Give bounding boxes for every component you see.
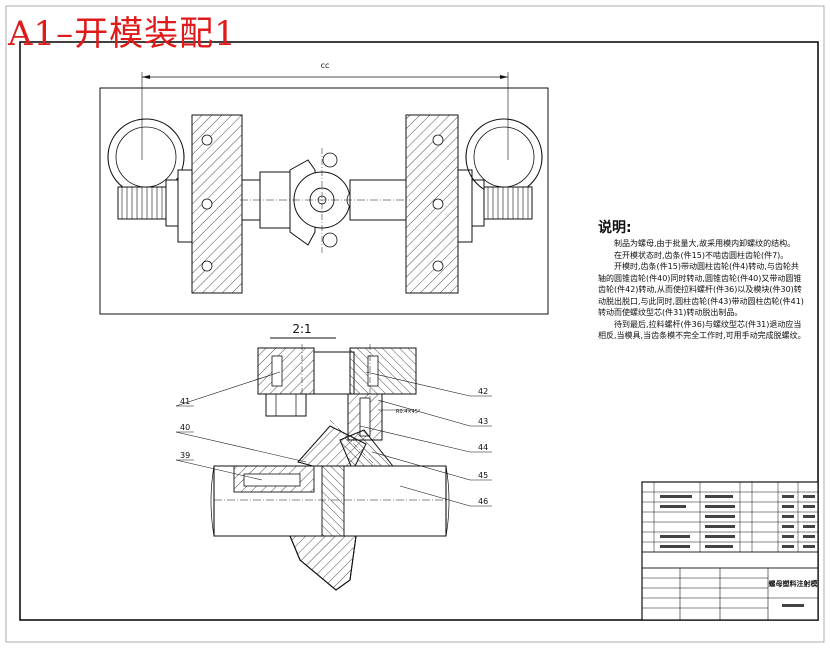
callout-40: 40 bbox=[180, 423, 190, 432]
section-view: 2:1 R0.4×45° bbox=[175, 322, 492, 591]
right-clamp-block bbox=[405, 114, 459, 294]
note-paragraph-1: 制品为螺母,由于批量大,故采用模内卸螺纹的结构。 bbox=[614, 239, 796, 248]
title-block: 螺母塑料注射模 bbox=[641, 481, 819, 621]
callout-46: 46 bbox=[478, 497, 488, 506]
svg-text:R0.4×45°: R0.4×45° bbox=[396, 409, 421, 415]
drawing-name: 螺母塑料注射模 bbox=[769, 579, 819, 588]
callout-44: 44 bbox=[478, 443, 488, 452]
section-scale-label: 2:1 bbox=[292, 322, 311, 336]
note-paragraph-2: 在开模状态时,齿条(件15)不啮齿圆柱齿轮(件7)。 bbox=[614, 250, 789, 260]
top-view-plate bbox=[99, 87, 549, 315]
callout-41: 41 bbox=[180, 397, 190, 406]
note-paragraph-4: 待到最后,拉料螺杆(件36)与螺纹型芯(件31)退动应当相反,当模具,当齿条模不… bbox=[598, 319, 806, 341]
callout-45: 45 bbox=[478, 471, 488, 480]
top-dimension-label: cc bbox=[321, 61, 330, 70]
note-paragraph-3: 开模时,齿条(件15)带动圆柱齿轮(件4)转动,与齿轮共轴的圆锥齿轮(件40)同… bbox=[598, 262, 804, 317]
callout-43: 43 bbox=[478, 417, 488, 426]
callout-39: 39 bbox=[180, 451, 190, 460]
sheet-title: A1–开模装配1 bbox=[8, 14, 237, 54]
outer-frame bbox=[5, 5, 825, 643]
notes-heading: 说明: bbox=[598, 220, 632, 236]
top-view: cc bbox=[99, 61, 549, 315]
notes-block: 说明: 制品为螺母,由于批量大,故采用模内卸螺纹的结构。 在开模状态时,齿条(件… bbox=[598, 220, 806, 342]
left-clamp-block bbox=[191, 114, 243, 294]
inner-frame bbox=[19, 41, 819, 621]
callout-42: 42 bbox=[478, 387, 488, 396]
